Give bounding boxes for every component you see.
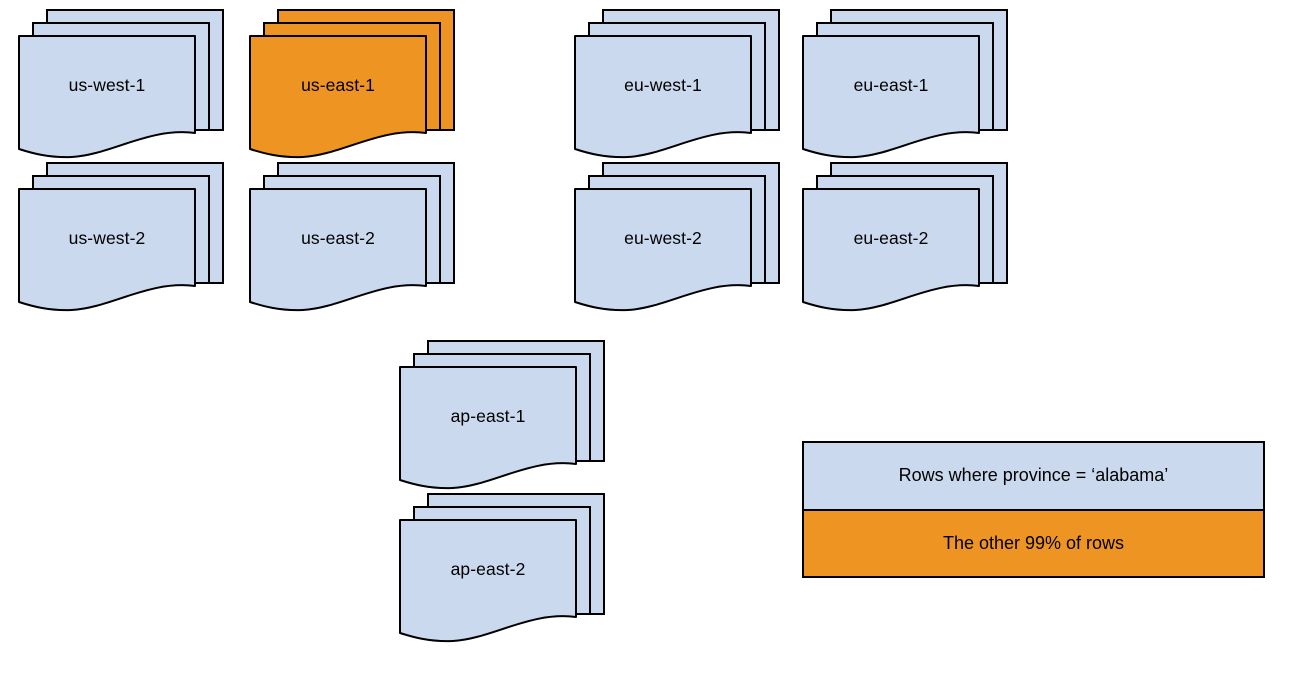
stack-front-sheet xyxy=(802,188,980,312)
stack-front-sheet xyxy=(399,519,577,643)
region-stack-us-east-2[interactable]: us-east-2 xyxy=(249,145,468,312)
stack-front-sheet xyxy=(802,35,980,159)
region-stack-us-west-2[interactable]: us-west-2 xyxy=(18,145,237,312)
region-stack-eu-west-1[interactable]: eu-west-1 xyxy=(574,0,793,159)
stack-front-sheet xyxy=(574,35,752,159)
stack-front-sheet xyxy=(249,35,427,159)
stack-front-sheet xyxy=(249,188,427,312)
legend-item-blue: Rows where province = ‘alabama’ xyxy=(804,443,1263,511)
stack-front-sheet xyxy=(399,366,577,490)
region-stack-eu-west-2[interactable]: eu-west-2 xyxy=(574,145,793,312)
region-stack-ap-east-1[interactable]: ap-east-1 xyxy=(399,323,618,490)
region-stack-us-west-1[interactable]: us-west-1 xyxy=(18,0,237,159)
legend-item-orange: The other 99% of rows xyxy=(804,510,1263,576)
region-stack-eu-east-2[interactable]: eu-east-2 xyxy=(802,145,1021,312)
legend-item-blue-label: Rows where province = ‘alabama’ xyxy=(898,465,1169,486)
region-stack-eu-east-1[interactable]: eu-east-1 xyxy=(802,0,1021,159)
legend-item-orange-label: The other 99% of rows xyxy=(942,532,1125,553)
region-stack-us-east-1[interactable]: us-east-1 xyxy=(249,0,468,159)
region-stack-ap-east-2[interactable]: ap-east-2 xyxy=(399,476,618,643)
stack-front-sheet xyxy=(574,188,752,312)
stack-front-sheet xyxy=(18,188,196,312)
legend-box: Rows where province = ‘alabama’ The othe… xyxy=(802,441,1265,578)
stack-front-sheet xyxy=(18,35,196,159)
